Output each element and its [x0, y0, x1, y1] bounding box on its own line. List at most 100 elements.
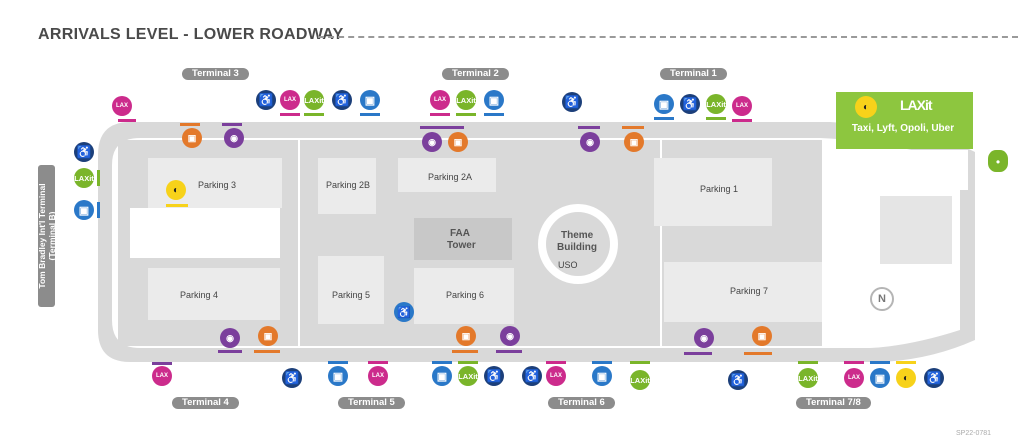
tower-label: Tower — [447, 240, 476, 251]
shuttle-icon: ▣ — [456, 326, 476, 346]
lax-flyaway-icon: LAX — [152, 366, 172, 386]
rental-car-icon: ◉ — [694, 328, 714, 348]
terminal-b-label: Tom Bradley Int'l Terminal (Terminal B) — [37, 165, 57, 307]
curb-marker — [458, 361, 478, 364]
accessible-icon: ♿ — [332, 90, 352, 110]
curb-marker — [452, 350, 478, 353]
rental-car-icon: ◉ — [500, 326, 520, 346]
parking-7-label: Parking 7 — [730, 286, 768, 296]
shuttle-icon: ▣ — [624, 132, 644, 152]
curb-marker — [368, 361, 388, 364]
curb-marker — [254, 350, 280, 353]
curb-marker — [578, 126, 600, 129]
parking-2a-block — [398, 158, 496, 192]
curb-marker — [592, 361, 612, 364]
bus-icon: ▣ — [654, 94, 674, 114]
lax-flyaway-icon: LAX — [112, 96, 132, 116]
curb-marker — [870, 361, 890, 364]
rental-car-icon: ◉ — [224, 128, 244, 148]
lax-flyaway-icon: LAX — [430, 90, 450, 110]
taxi-icon: ◐ — [896, 368, 916, 388]
lax-flyaway-icon: LAX — [732, 96, 752, 116]
laxit-icon: LAXit — [798, 368, 818, 388]
accessible-icon: ♿ — [522, 366, 542, 386]
curb-marker — [732, 119, 752, 122]
curb-marker — [118, 119, 136, 122]
parking-7-block — [664, 262, 822, 322]
terminal-5-label: Terminal 5 — [338, 397, 405, 409]
rental-car-icon: ◉ — [220, 328, 240, 348]
north-arrow-icon: N — [870, 287, 894, 311]
parking-2a-label: Parking 2A — [428, 172, 472, 182]
laxit-icon: LAXit — [458, 366, 478, 386]
bus-icon: ▣ — [484, 90, 504, 110]
parking-3-label: Parking 3 — [198, 180, 236, 190]
elephant-icon: ● — [988, 150, 1008, 172]
terminal-1-label: Terminal 1 — [660, 68, 727, 80]
parking-5-label: Parking 5 — [332, 290, 370, 300]
curb-marker — [432, 361, 452, 364]
uso-label: USO — [558, 260, 578, 270]
lax-flyaway-icon: LAX — [546, 366, 566, 386]
parking-5-block — [318, 256, 384, 324]
map-code: SP22-0781 — [956, 430, 992, 437]
terminal-6-label: Terminal 6 — [548, 397, 615, 409]
parking-1-label: Parking 1 — [700, 184, 738, 194]
curb-marker — [844, 361, 864, 364]
curb-marker — [218, 350, 242, 353]
curb-marker — [484, 113, 504, 116]
accessible-icon: ♿ — [282, 368, 302, 388]
bus-icon: ▣ — [360, 90, 380, 110]
terminal-3-label: Terminal 3 — [182, 68, 249, 80]
shuttle-icon: ▣ — [752, 326, 772, 346]
terminal-78-label: Terminal 7/8 — [796, 397, 871, 409]
bus-icon: ▣ — [592, 366, 612, 386]
curb-marker — [304, 113, 324, 116]
taxi-icon: ◐ — [166, 180, 186, 200]
taxi-icon: ◐ — [855, 96, 877, 118]
curb-marker — [97, 202, 100, 218]
laxit-icon: LAXit — [304, 90, 324, 110]
terminal-4-label: Terminal 4 — [172, 397, 239, 409]
curb-marker — [152, 362, 172, 365]
curb-marker — [222, 123, 242, 126]
rental-car-icon: ◉ — [580, 132, 600, 152]
curb-marker — [180, 123, 200, 126]
curb-marker — [430, 113, 450, 116]
parking-2b-label: Parking 2B — [326, 180, 370, 190]
laxit-logo: LAXit — [900, 97, 933, 113]
curb-marker — [622, 126, 644, 129]
laxit-services: Taxi, Lyft, Opoli, Uber — [851, 123, 955, 134]
bus-icon: ▣ — [870, 368, 890, 388]
accessible-icon: ♿ — [562, 92, 582, 112]
curb-marker — [798, 361, 818, 364]
curb-marker — [496, 350, 522, 353]
curb-marker — [744, 352, 772, 355]
faa-label: FAA — [450, 228, 470, 239]
accessible-icon: ♿ — [394, 302, 414, 322]
accessible-icon: ♿ — [484, 366, 504, 386]
curb-marker — [420, 126, 464, 129]
shuttle-icon: ▣ — [182, 128, 202, 148]
curb-marker — [166, 204, 188, 207]
laxit-icon: LAXit — [74, 168, 94, 188]
rental-car-icon: ◉ — [422, 132, 442, 152]
curb-marker — [360, 113, 380, 116]
curb-marker — [630, 361, 650, 364]
shuttle-icon: ▣ — [448, 132, 468, 152]
terminal-2-label: Terminal 2 — [442, 68, 509, 80]
accessible-icon: ♿ — [680, 94, 700, 114]
parking-4-block — [148, 268, 280, 320]
parking-1-block — [654, 158, 772, 226]
accessible-icon: ♿ — [74, 142, 94, 162]
bus-icon: ▣ — [432, 366, 452, 386]
curb-marker — [328, 361, 348, 364]
laxit-icon: LAXit — [456, 90, 476, 110]
bus-icon: ▣ — [74, 200, 94, 220]
curb-marker — [706, 117, 726, 120]
shuttle-icon: ▣ — [258, 326, 278, 346]
parking-4-label: Parking 4 — [180, 290, 218, 300]
lax-flyaway-icon: LAX — [368, 366, 388, 386]
curb-marker — [684, 352, 712, 355]
